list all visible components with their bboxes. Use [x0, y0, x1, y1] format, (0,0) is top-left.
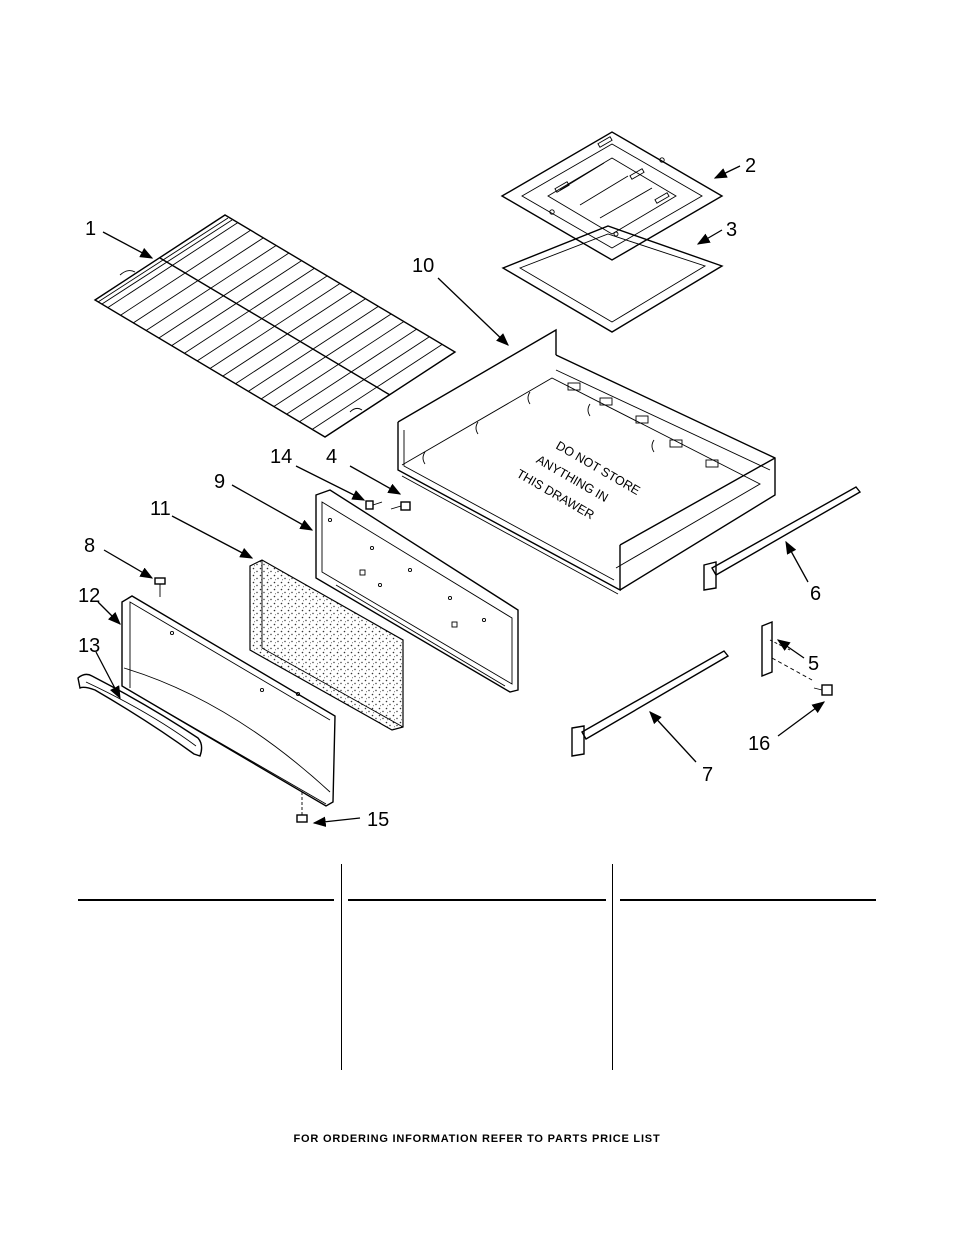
broiler-insert	[501, 225, 724, 333]
callout-4: 4	[326, 446, 337, 468]
callout-9: 9	[214, 471, 225, 493]
table-column-divider-2	[612, 864, 613, 1070]
callout-12: 12	[78, 585, 100, 607]
callout-11: 11	[150, 498, 171, 520]
drawer-slide-upper	[703, 486, 862, 591]
slide-bracket	[761, 620, 813, 681]
callout-10: 10	[412, 255, 434, 277]
inner-drawer-panel	[315, 489, 519, 693]
table-column-divider-1	[341, 864, 342, 1070]
screws	[154, 500, 833, 823]
callout-3: 3	[726, 219, 737, 241]
oven-rack	[93, 214, 457, 438]
ordering-info-footer: FOR ORDERING INFORMATION REFER TO PARTS …	[293, 1133, 661, 1145]
callout-7: 7	[702, 764, 713, 786]
drawer-slide-lower	[571, 650, 730, 757]
callout-15: 15	[367, 809, 389, 831]
callout-2: 2	[745, 155, 756, 177]
broiler-pan	[500, 131, 724, 261]
insulation-pad	[249, 559, 404, 731]
storage-drawer: DO NOT STORE ANYTHING IN THIS DRAWER	[397, 328, 776, 595]
rack-rung	[94, 214, 226, 301]
drawer-front	[121, 595, 336, 807]
drawer-warning-label: DO NOT STORE ANYTHING IN THIS DRAWER	[514, 438, 642, 522]
callout-16: 16	[748, 733, 770, 755]
callout-14: 14	[270, 446, 292, 468]
callout-1: 1	[85, 218, 96, 240]
callout-leaders	[95, 165, 826, 827]
table-header-rule-2	[348, 899, 606, 901]
drawer-handle	[77, 673, 203, 757]
table-header-rule-3	[620, 899, 876, 901]
callout-numbers: 1 2 3 4 5 6 7 8 9 10 11 12 13 14 15 16	[78, 155, 821, 831]
callout-6: 6	[810, 583, 821, 605]
table-header-rule-1	[78, 899, 334, 901]
callout-8: 8	[84, 535, 95, 557]
callout-13: 13	[78, 635, 100, 657]
callout-5: 5	[808, 653, 819, 675]
